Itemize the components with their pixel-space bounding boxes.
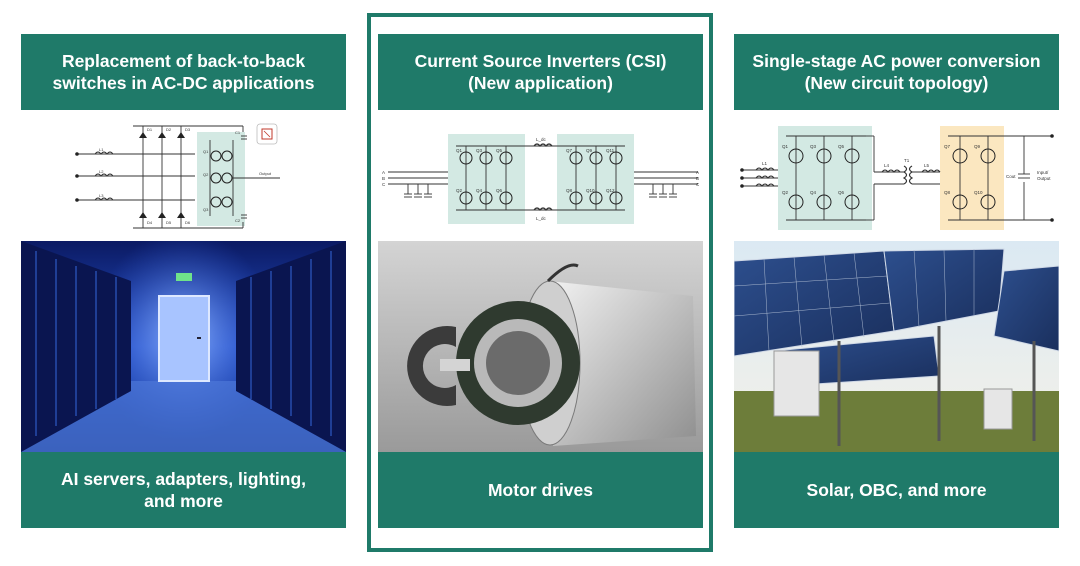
inductor-label: L_dc [536,137,547,142]
switch-label: Q2 [782,190,789,195]
col1-title-line1: Replacement of back-to-back [61,51,306,71]
switch-label: Q10 [586,188,595,193]
switch-label: Q1 [456,148,463,153]
diode-label: D3 [185,127,191,132]
ac-dc-schematic: L1 L2 L3 D1 D2 D3 D4 D5 D6 Q1 Q2 Q3 C1 C… [65,118,290,236]
inductor-label: L2 [99,169,104,174]
switch-label: Q4 [810,190,817,195]
single-stage-schematic: L1 L4 L5 T1 Q1 Q3 Q5 Q2 Q4 Q6 Q7 Q9 Q8 Q… [734,122,1059,234]
col1-title-banner: Replacement of back-to-back switches in … [21,34,346,110]
switch-block-right [557,134,634,224]
switch-label: Q9 [974,144,981,149]
switch-label: Q2 [203,172,209,177]
switch-label: Q12 [606,188,615,193]
switch-block-right [940,126,1004,230]
switch-label: Q10 [974,190,983,195]
diode-label: D4 [147,220,153,225]
inductor-label: L1 [99,147,104,152]
col1-footer-banner: AI servers, adapters, lighting, and more [21,452,346,528]
switch-label: Q11 [606,148,615,153]
solar-panels-photo [734,241,1059,452]
switch-label: Q9 [586,148,593,153]
switch-label: Q1 [782,144,789,149]
switch-block-left [448,134,525,224]
switch-label: Q3 [476,148,483,153]
col2-title-banner: Current Source Inverters (CSI) (New appl… [378,34,703,110]
phase-label: A [382,170,385,175]
col3-title-banner: Single-stage AC power conversion (New ci… [734,34,1059,110]
expand-icon[interactable] [256,123,278,145]
diode-label: D2 [166,127,172,132]
switch-label: Q4 [476,188,483,193]
switch-label: Q7 [566,148,573,153]
inductor-label: L_dc [536,216,547,221]
server-room-photo [21,241,346,452]
phase-label: C [382,182,386,187]
motor-photo [378,241,703,452]
col3-footer-banner: Solar, OBC, and more [734,452,1059,528]
diode-label: D6 [185,220,191,225]
inductor-label: L4 [884,163,890,168]
diode-label: D5 [166,220,172,225]
capacitor-label: C2 [235,218,241,223]
switch-label: Q2 [456,188,463,193]
phase-label: A [696,170,699,175]
col3-title-line1: Single-stage AC power conversion [752,51,1041,71]
col1-footer-line1: AI servers, adapters, lighting, [60,469,307,489]
col2-footer-line1: Motor drives [487,480,594,500]
switch-label: Q1 [203,149,209,154]
capacitor-label: Cout [1006,174,1016,179]
col3-footer-line1: Solar, OBC, and more [806,480,987,500]
col2-title-line2: (New application) [468,73,613,93]
switch-label: Q8 [566,188,573,193]
switch-label: Q3 [810,144,817,149]
phase-label: C [696,182,700,187]
capacitor-label: C1 [235,130,241,135]
highlight-frame [367,13,713,552]
switch-block-left [778,126,872,230]
col2-title-line1: Current Source Inverters (CSI) [414,51,667,71]
phase-label: B [382,176,385,181]
col1-footer-line2: and more [144,491,223,511]
switch-label: Q5 [838,144,845,149]
inductor-label: L3 [99,193,104,198]
switch-label: Q6 [838,190,845,195]
phase-label: B [696,176,699,181]
col2-footer-banner: Motor drives [378,452,703,528]
csi-schematic: Q1 Q3 Q5 Q2 Q4 Q6 Q7 Q9 Q11 Q8 Q10 Q12 L… [378,128,703,228]
col3-title-line2: (New circuit topology) [804,73,989,93]
switch-label: Q8 [944,190,951,195]
inductor-label: L1 [762,161,768,166]
output-label-line2: Output [1037,176,1051,181]
switch-label: Q3 [203,207,209,212]
output-label-line1: Input/ [1037,170,1049,175]
switch-label: Q5 [496,148,503,153]
switch-label: Q6 [496,188,503,193]
switch-label: Q7 [944,144,951,149]
transformer-label: T1 [904,158,910,163]
output-label: Output [259,171,272,176]
diode-label: D1 [147,127,153,132]
inductor-label: L5 [924,163,930,168]
col1-title-line2: switches in AC-DC applications [52,73,315,93]
